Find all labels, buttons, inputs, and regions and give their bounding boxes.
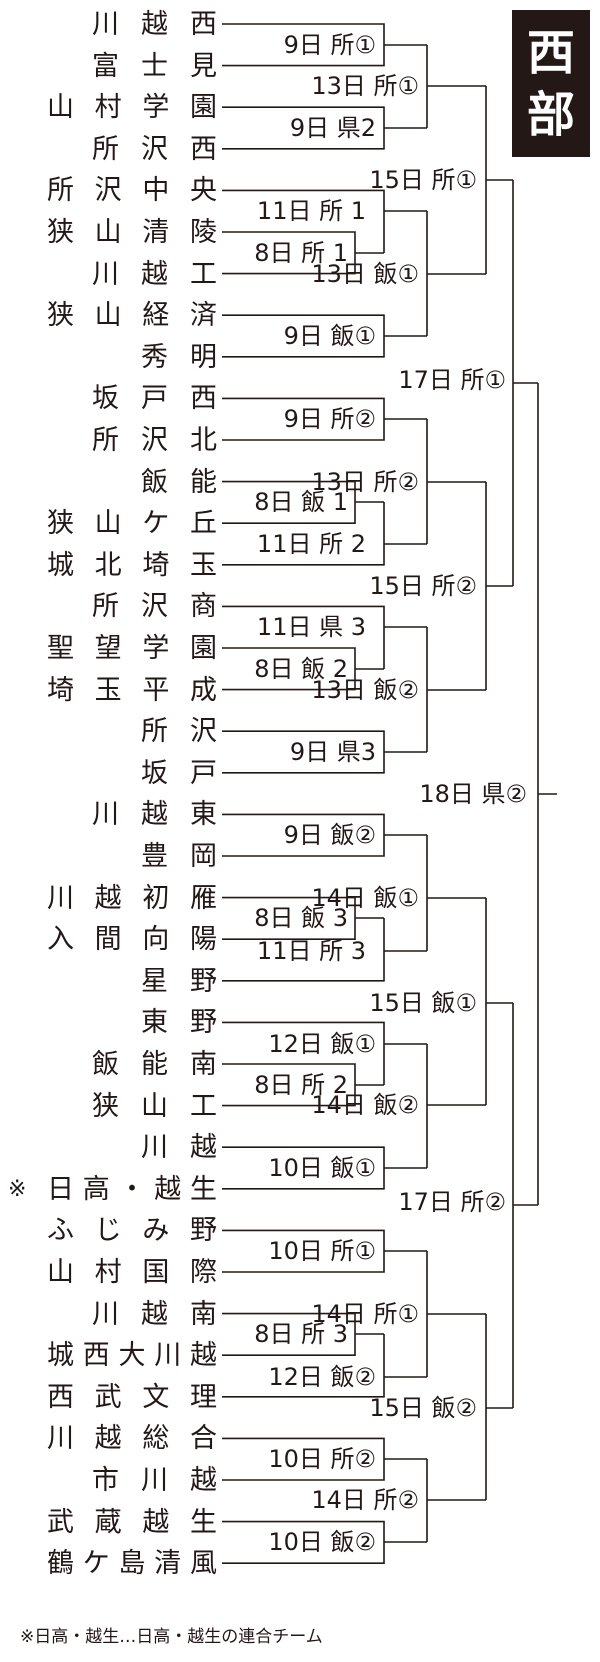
team-name: 西武文理	[46, 1381, 238, 1413]
team-name: 飯能南	[92, 1049, 239, 1080]
team-name: 坂戸	[141, 757, 239, 789]
team-name: 川越工	[92, 258, 239, 290]
match-label: 10日 飯①	[268, 1154, 376, 1182]
team-name: ふじみ野	[46, 1215, 238, 1247]
match-label: 9日 所②	[283, 405, 376, 433]
match-label: 14日 飯①	[311, 884, 419, 912]
team-name: 東野	[141, 1007, 239, 1039]
team-name: 飯能	[141, 466, 239, 498]
match-label: 8日 所 3	[254, 1320, 348, 1348]
team-name: 豊岡	[141, 841, 239, 872]
team-name: 所沢中央	[46, 175, 238, 207]
match-label: 13日 所①	[311, 72, 419, 100]
match-label: 10日 所①	[268, 1237, 376, 1265]
match-label: 11日 所 2	[256, 530, 366, 558]
match-label: 12日 飯②	[268, 1363, 376, 1391]
team-name: 星野	[141, 965, 239, 997]
team-name: 狭山清陵	[46, 217, 238, 248]
team-name: 川越総合	[46, 1423, 238, 1455]
team-name: 市川越	[92, 1465, 239, 1496]
team-name: 川越西	[92, 9, 239, 40]
match-label: 17日 所②	[398, 1188, 506, 1216]
match-label: 9日 県3	[289, 738, 376, 766]
match-label: 8日 飯 2	[254, 655, 348, 683]
match-label: 13日 所②	[311, 468, 419, 496]
team-name: 坂戸西	[92, 383, 239, 415]
match-label: 14日 所①	[311, 1300, 419, 1328]
team-name: 富士見	[92, 50, 239, 82]
match-label: 15日 飯①	[369, 989, 477, 1017]
team-name: 城西大川越	[47, 1340, 226, 1372]
team-name: 所沢商	[92, 591, 239, 623]
final-match-label: 18日 県②	[419, 780, 527, 808]
region-header-char: 西	[526, 24, 575, 81]
team-name: 山村学園	[46, 92, 238, 124]
match-label: 10日 所②	[268, 1445, 376, 1473]
team-name: 入間向陽	[46, 924, 238, 956]
team-name: 城北埼玉	[46, 549, 238, 581]
match-label: 8日 飯 1	[254, 488, 348, 516]
match-label: 11日 所 1	[256, 197, 366, 225]
joint-team-mark: ※	[8, 1176, 27, 1202]
match-label: 13日 飯②	[311, 676, 419, 704]
team-name: 狭山工	[92, 1090, 239, 1122]
team-name: 川越	[141, 1132, 239, 1164]
bracket-line	[222, 23, 557, 1564]
match-label: 9日 飯①	[283, 322, 376, 350]
match-label: 9日 県2	[289, 114, 376, 142]
match-label: 8日 所 1	[254, 239, 348, 267]
match-label: 8日 所 2	[254, 1071, 348, 1099]
footnote: ※日高・越生…日高・越生の連合チーム	[20, 1627, 323, 1647]
match-label: 8日 飯 3	[254, 904, 348, 932]
match-label: 14日 飯②	[311, 1091, 419, 1119]
team-name: 所沢西	[92, 133, 239, 165]
team-name: 狭山経済	[46, 300, 238, 332]
match-label: 11日 県 3	[256, 613, 366, 641]
team-name: 狭山ケ丘	[46, 508, 238, 540]
team-name: 聖望学園	[46, 633, 238, 664]
match-label: 15日 所②	[369, 572, 477, 600]
region-header-char: 部	[526, 86, 575, 143]
team-name: 山村国際	[46, 1257, 238, 1288]
match-label: 13日 飯①	[311, 260, 419, 288]
match-label: 14日 所②	[311, 1486, 419, 1514]
match-label: 9日 飯②	[283, 821, 376, 849]
team-name: 鶴ケ島清風	[47, 1548, 226, 1580]
match-label: 11日 所 3	[256, 937, 366, 965]
team-name: 川越初雁	[46, 882, 238, 914]
match-label: 17日 所①	[398, 366, 506, 394]
team-name: 川越南	[92, 1298, 239, 1330]
team-name: 川越東	[92, 799, 239, 831]
team-name: 所沢	[141, 716, 239, 748]
match-label: 9日 所①	[283, 31, 376, 59]
match-label: 15日 所①	[369, 166, 477, 194]
team-name: 武蔵越生	[46, 1506, 238, 1538]
region-header: 西 部	[512, 10, 590, 157]
match-label: 12日 飯①	[268, 1030, 376, 1058]
match-label: 10日 飯②	[268, 1528, 376, 1556]
team-name: 埼玉平成	[46, 674, 238, 706]
team-name: 秀明	[141, 341, 239, 373]
team-name: 日高・越生	[47, 1173, 226, 1205]
match-label: 15日 飯②	[369, 1394, 477, 1422]
team-name: 所沢北	[92, 425, 239, 456]
